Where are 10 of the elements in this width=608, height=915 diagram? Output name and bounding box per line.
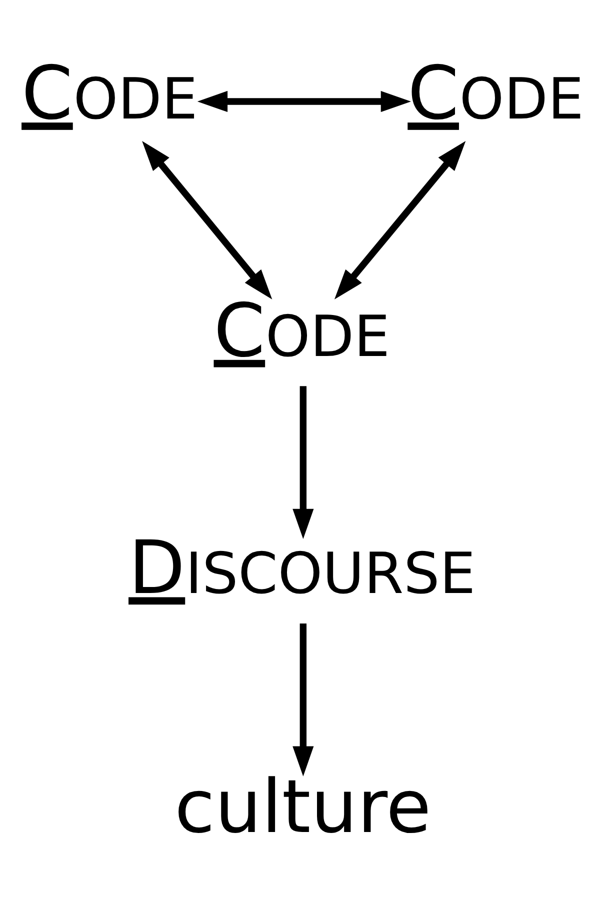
arrow (142, 141, 272, 300)
node-text: CODE (22, 52, 198, 137)
arrow (334, 141, 466, 300)
arrow (197, 90, 412, 112)
node-text: DISCOURSE (128, 526, 476, 612)
arrow (292, 624, 314, 776)
arrow (292, 386, 314, 540)
node-text: CODE (408, 52, 584, 137)
node-text: culture (174, 765, 432, 850)
node-text: CODE (214, 288, 390, 374)
